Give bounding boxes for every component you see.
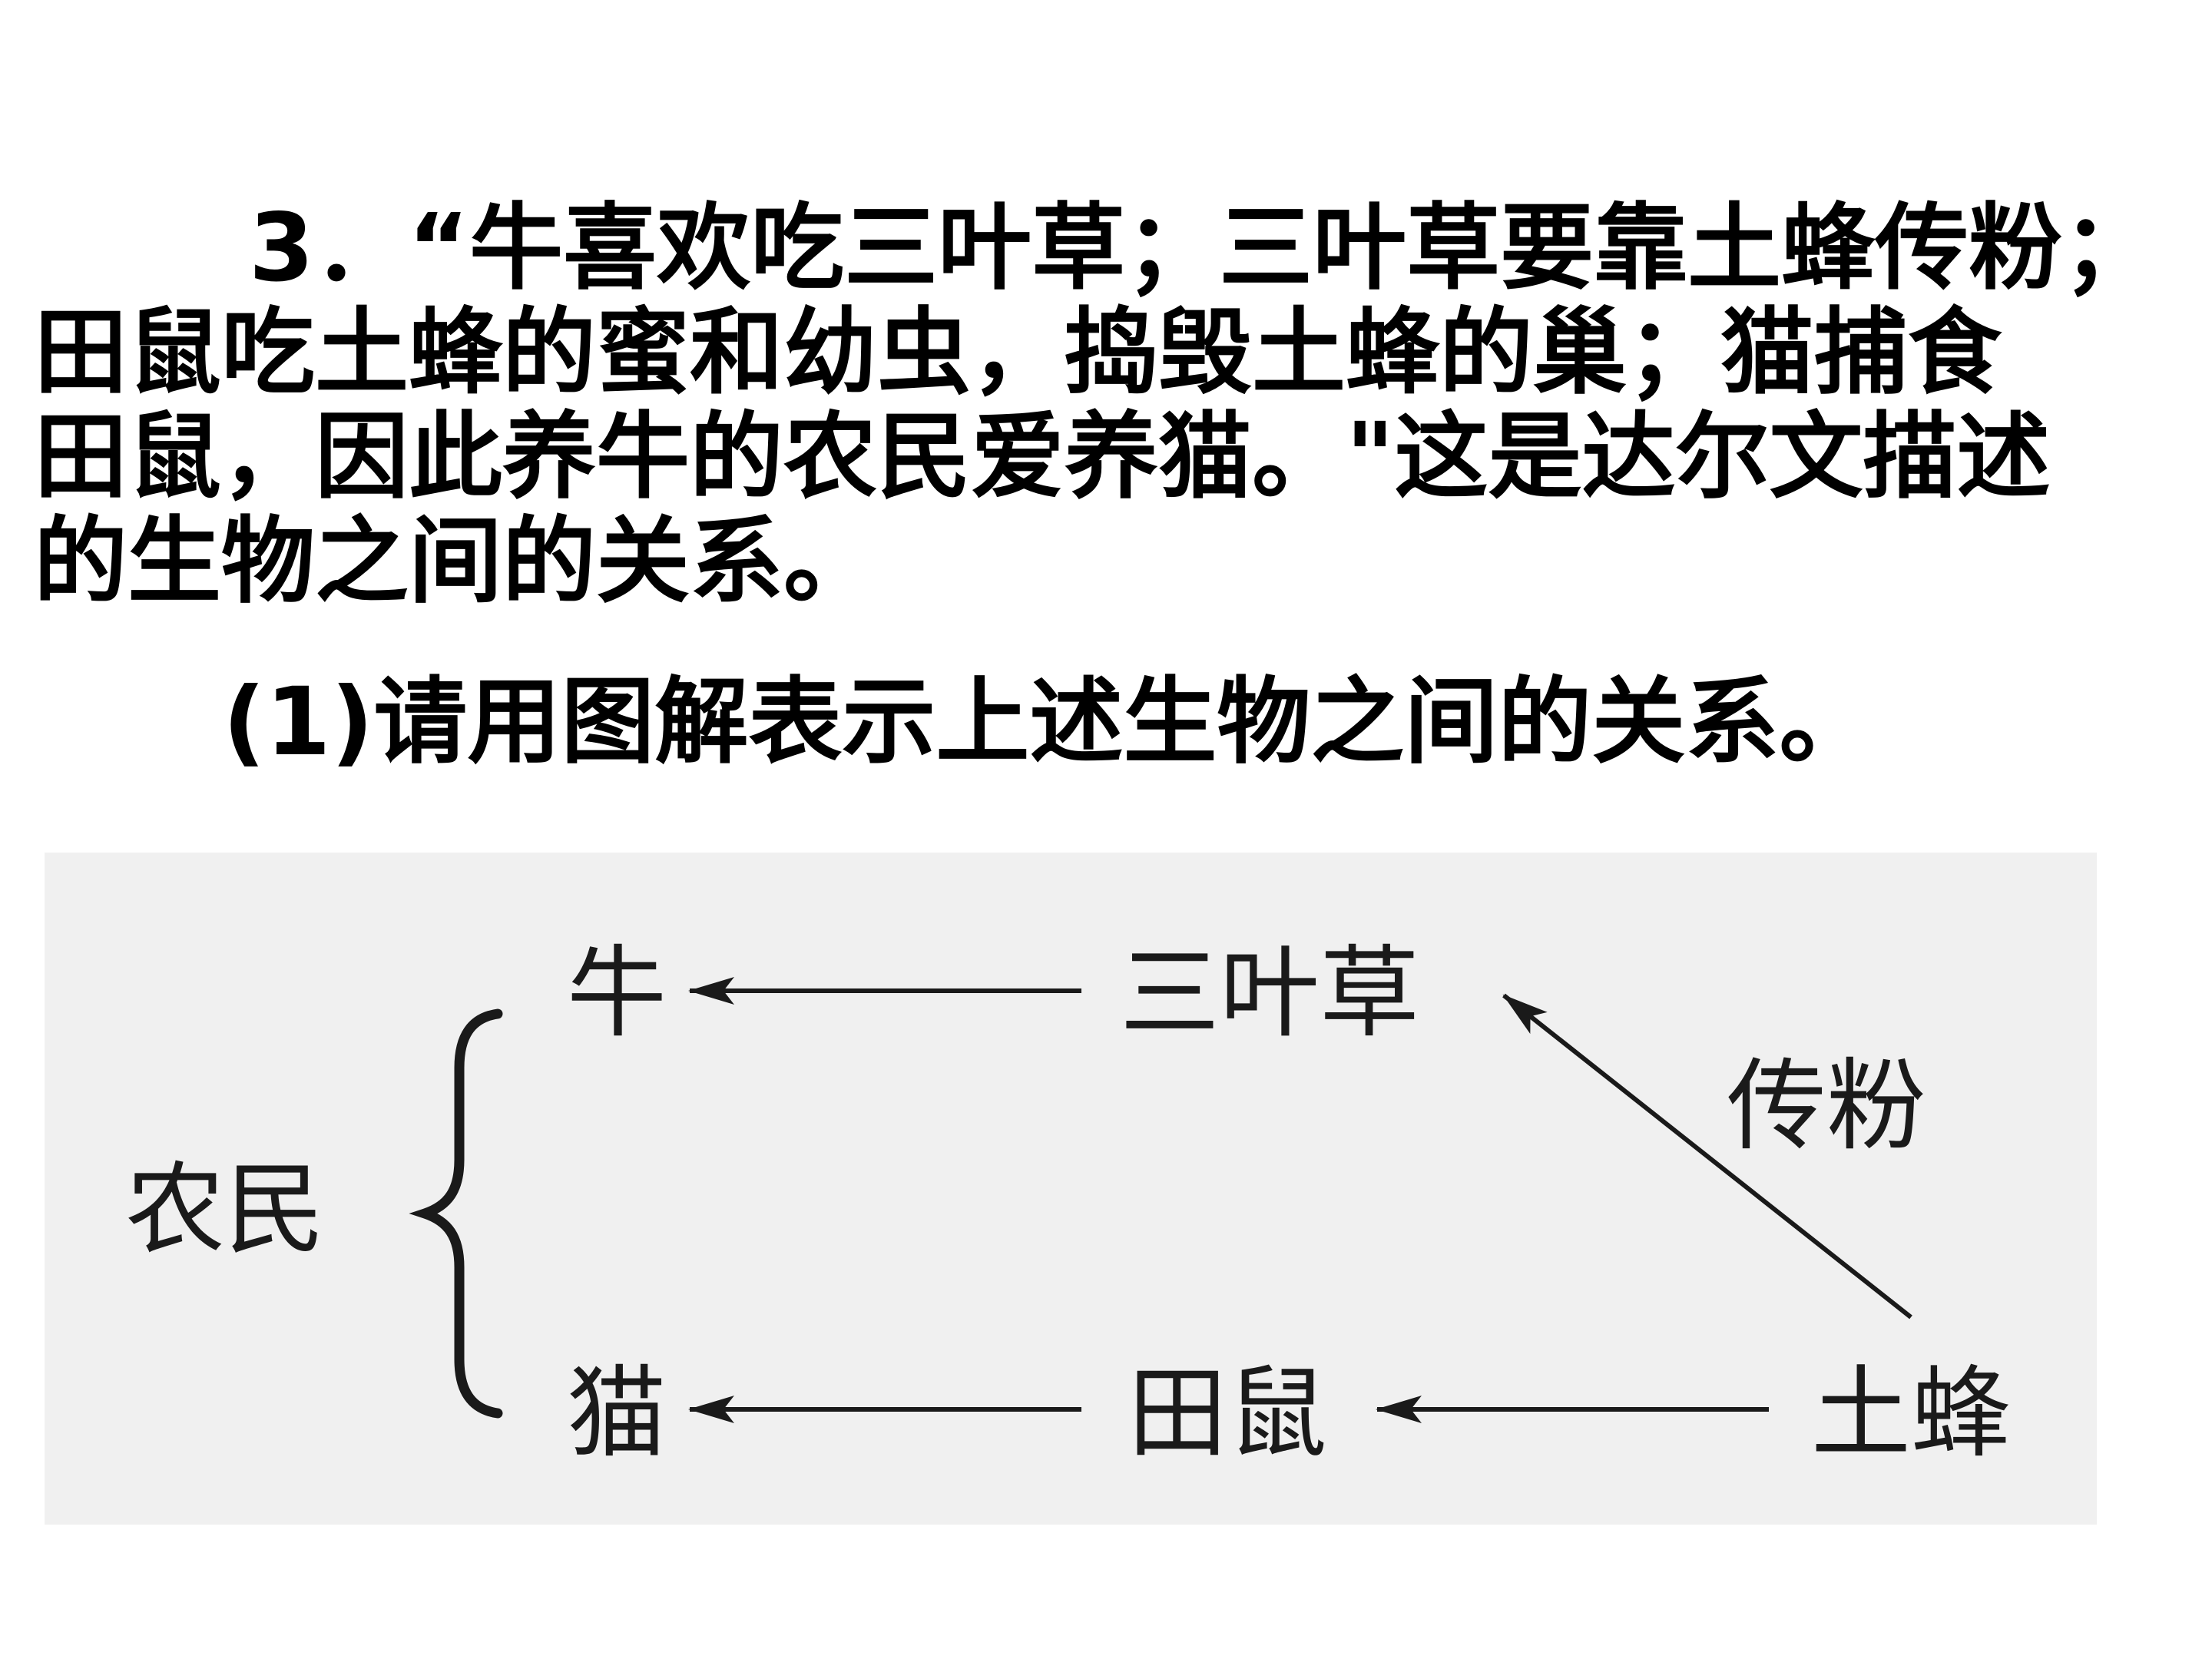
farmer-brace: [409, 1008, 503, 1419]
question-line-4: 的生物之间的关系。: [34, 507, 877, 616]
node-cow: 牛: [567, 935, 667, 1051]
subquestion-text: (1)请用图解表示上述生物之间的关系。: [223, 667, 1873, 777]
node-cat: 猫: [567, 1355, 667, 1472]
node-bumblebee: 土蜂: [1811, 1355, 2012, 1472]
question-line-3: 田鼠，因此养牛的农民爱养猫。"这是达尔文描述: [34, 402, 2051, 512]
question-text: 3．“牛喜欢吃三叶草；三叶草要靠土蜂传粉； 田鼠吃土蜂的蜜和幼虫，捣毁土蜂的巢；…: [34, 196, 2212, 614]
pollination-label: 传粉: [1727, 1048, 1927, 1164]
food-relationship-diagram: 农民 牛 三叶草 传粉 猫 田鼠 土蜂: [45, 853, 2097, 1525]
diagram-lines: [409, 977, 1912, 1423]
question-line-1: 3．“牛喜欢吃三叶草；三叶草要靠土蜂传粉；: [249, 194, 2157, 303]
question-line-2: 田鼠吃土蜂的蜜和幼虫，捣毁土蜂的巢；猫捕食: [34, 298, 2002, 407]
node-field-mouse: 田鼠: [1128, 1355, 1328, 1472]
node-farmer: 农民: [125, 1151, 326, 1268]
node-clover: 三叶草: [1120, 935, 1420, 1051]
arrow-bumblebee-to-clover: [1502, 993, 1912, 1320]
